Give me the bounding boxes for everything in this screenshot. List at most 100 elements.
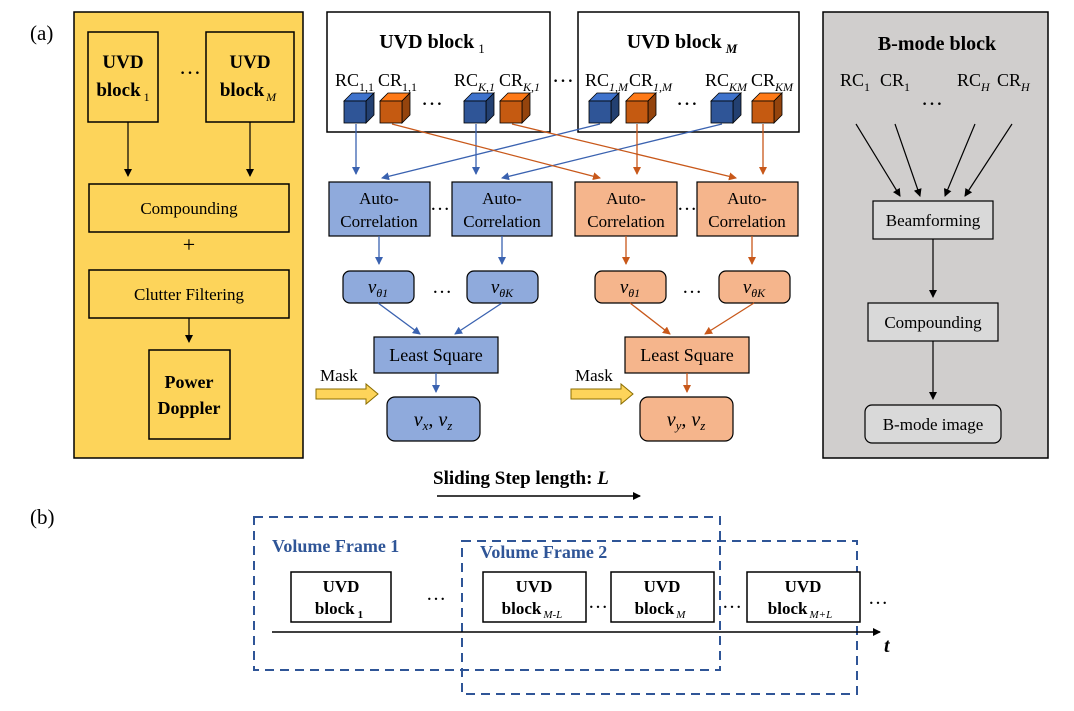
svg-text:vy, vz: vy, vz [667,409,706,433]
power-doppler-label-2: Doppler [158,398,221,418]
label-cr-1-m: CR1,M [629,70,673,94]
arrow-orange-v1-ls [629,302,671,335]
cube-cr-1-1 [379,92,411,124]
velocity-blue-thetak: vθK [466,270,539,304]
svg-text:UVD: UVD [229,52,270,73]
auto-correlation-blue-k: Auto- Correlation [451,181,553,237]
svg-text:Correlation: Correlation [340,212,418,231]
cube-cr-km [751,92,783,124]
uvd-blocks-ellipsis: … [552,62,574,87]
svg-text:vθ1: vθ1 [368,277,388,300]
svg-text:UVD: UVD [516,577,553,596]
auto-correlation-orange-k: Auto- Correlation [696,181,799,237]
least-square-blue: Least Square [373,336,499,374]
bmode-panel [822,11,1049,459]
time-axis-label: t [884,635,891,657]
mask-label-blue: Mask [320,366,358,385]
pd-clutter-filtering-label: Clutter Filtering [134,285,245,304]
bmode-ellipsis: … [921,85,943,110]
power-doppler-label-1: Power [165,372,214,392]
velocity-vx-vz: vx, vz [386,396,481,442]
blue-velocity-ellipsis: … [432,276,452,298]
volume-frame-1-label: Volume Frame 1 [272,536,399,556]
svg-text:Least Square: Least Square [389,345,482,365]
svg-text:Auto-: Auto- [482,189,522,208]
svg-text:Correlation: Correlation [587,212,665,231]
mask-label-orange: Mask [575,366,613,385]
least-square-orange: Least Square [624,336,750,374]
svg-text:UVD: UVD [102,52,143,73]
uvdm-inner-ellipsis: … [676,85,698,110]
bmode-compounding-label: Compounding [884,313,982,332]
orange-arrows [391,123,767,181]
volume-frame-1-box [253,516,721,671]
power-doppler-panel [73,11,304,459]
pd-compounding-label: Compounding [140,199,238,218]
svg-text:vx, vz: vx, vz [414,409,453,433]
beamforming-box [872,200,994,240]
label-rc-km: RCKM [705,70,748,94]
mask-arrow-blue [315,382,379,406]
uvd1-inner-ellipsis: … [421,85,443,110]
svg-text:Least Square: Least Square [640,345,733,365]
arrow-orange-vk-ls [704,302,755,335]
mask-arrow-orange [570,382,634,406]
svg-text:vθK: vθK [491,277,514,300]
svg-text:UVD: UVD [323,577,360,596]
svg-text:Auto-: Auto- [727,189,767,208]
svg-text:Auto-: Auto- [606,189,646,208]
bmode-compounding-box [867,302,999,342]
label-bmode-cr1: CR1 [880,70,910,94]
panel-label-b: (b) [30,505,55,529]
label-bmode-rc1: RC1 [840,70,870,94]
label-bmode-rch: RCH [957,70,991,94]
timeline-ellipsis-4: … [868,587,888,609]
orange-auto-ellipsis: … [677,193,697,215]
label-bmode-crh: CRH [997,70,1031,94]
bmode-image-label: B-mode image [883,415,984,434]
volume-frame-2-label: Volume Frame 2 [480,542,607,562]
panel-label-a: (a) [30,21,53,45]
velocity-blue-theta1: vθ1 [342,270,415,304]
arrow-blue-v1-ls [377,302,421,335]
label-cr-k-1: CRK,1 [499,70,540,94]
label-rc-1-m: RC1,M [585,70,629,94]
blue-arrows [352,123,723,181]
pd-plus-sign: + [183,232,195,257]
beamforming-label: Beamforming [886,211,981,230]
pd-ellipsis: … [179,54,201,79]
svg-text:UVD: UVD [785,577,822,596]
svg-text:vθK: vθK [743,277,766,300]
cube-rc-1-m [588,92,620,124]
blue-auto-ellipsis: … [430,193,450,215]
svg-text:Auto-: Auto- [359,189,399,208]
cube-rc-1-1 [343,92,375,124]
timeline-ellipsis-1: … [426,583,446,605]
bmode-image-box [864,404,1002,444]
velocity-vy-vz: vy, vz [639,396,734,442]
svg-text:Correlation: Correlation [708,212,786,231]
velocity-orange-thetak: vθK [718,270,791,304]
cube-cr-1-m [625,92,657,124]
auto-correlation-orange-1: Auto- Correlation [574,181,678,237]
cube-rc-k-1 [463,92,495,124]
orange-velocity-ellipsis: … [682,276,702,298]
arrow-blue-vk-ls [454,302,503,335]
cube-rc-km [710,92,742,124]
velocity-orange-theta1: vθ1 [594,270,667,304]
label-cr-1-1: CR1,1 [378,70,417,94]
